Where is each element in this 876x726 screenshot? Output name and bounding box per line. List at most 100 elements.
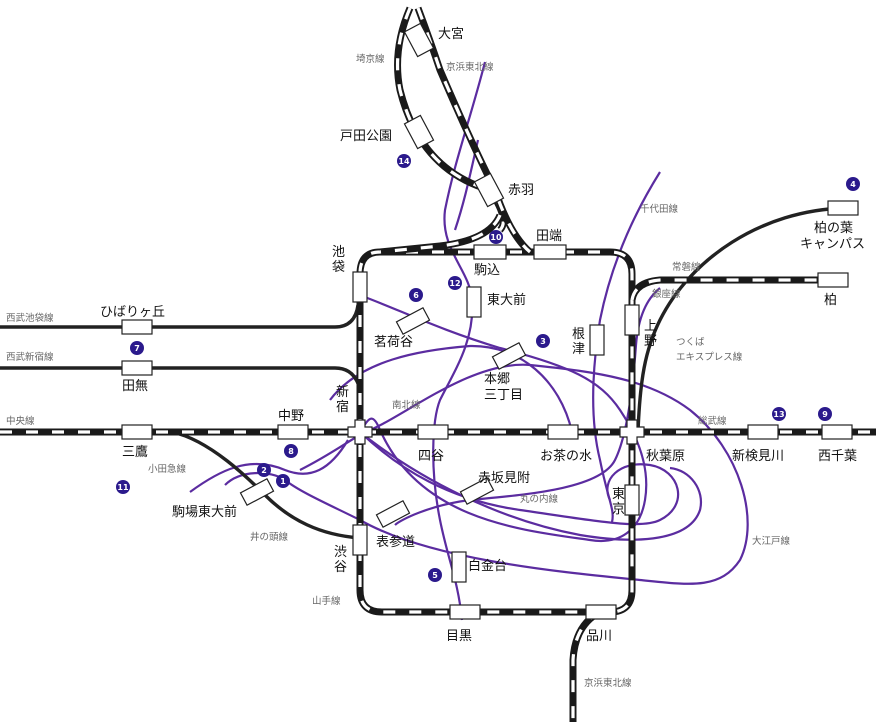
station-box-shirokanedai[interactable] xyxy=(451,551,467,583)
svg-text:10: 10 xyxy=(490,233,502,242)
station-label-akihabara: 秋葉原 xyxy=(646,449,685,464)
svg-text:6: 6 xyxy=(413,291,419,300)
station-box-todaimae[interactable] xyxy=(466,286,482,318)
marker-10: 10 xyxy=(489,230,503,244)
station-box-ikebukuro[interactable] xyxy=(352,271,368,303)
line-label-ginza: 銀座線 xyxy=(652,288,681,300)
station-label-tabata: 田端 xyxy=(536,229,562,244)
svg-text:2: 2 xyxy=(261,466,267,475)
station-label-shirokanedai: 白金台 xyxy=(468,558,507,574)
station-label-ochanomizu: お茶の水 xyxy=(540,448,592,464)
station-box-komaba[interactable] xyxy=(239,477,275,507)
station-label-ueno: 上野 xyxy=(644,319,657,349)
marker-2: 2 xyxy=(257,463,271,477)
station-box-kashiwanoha[interactable] xyxy=(827,200,859,216)
station-cross-shinjuku[interactable] xyxy=(347,419,373,445)
metro-route-yurakucho xyxy=(329,344,574,433)
station-box-nezu[interactable] xyxy=(589,324,605,356)
station-box-komagome[interactable] xyxy=(473,244,507,260)
station-label-hibarigaoka: ひばりヶ丘 xyxy=(100,305,165,320)
line-label-inokashira: 井の頭線 xyxy=(250,531,289,543)
station-label-nishichiba: 西千葉 xyxy=(818,449,857,464)
ikebukuro-char2: 袋 xyxy=(332,260,345,275)
station-cross-akihabara[interactable] xyxy=(619,419,645,445)
marker-12: 12 xyxy=(448,276,462,290)
station-box-tokyo[interactable] xyxy=(624,484,640,516)
station-label-kashiwa: 柏 xyxy=(824,293,837,308)
line-label-joban: 常磐線 xyxy=(672,261,701,273)
line-label-chiyoda: 千代田線 xyxy=(640,203,679,215)
station-label-myogadani: 茗荷谷 xyxy=(374,335,413,350)
line-label-keihin-south: 京浜東北線 xyxy=(584,677,632,689)
line-labels: 埼京線 京浜東北線 千代田線 常磐線 銀座線 つくばエキスプレス線 西武池袋線 … xyxy=(6,53,791,689)
seibu-shinjuku-line xyxy=(0,366,362,391)
station-box-myogadani[interactable] xyxy=(395,306,431,336)
station-label-tokyo: 東京 xyxy=(612,486,625,517)
station-box-shinagawa[interactable] xyxy=(585,604,617,620)
station-box-nakano[interactable] xyxy=(277,424,309,440)
station-label-hongo: 本郷三丁目 xyxy=(484,372,523,403)
station-label-komaba: 駒場東大前 xyxy=(172,504,237,520)
line-label-marunouchi: 丸の内線 xyxy=(520,493,559,505)
line-label-nanboku: 南北線 xyxy=(392,399,421,411)
station-box-nishichiba[interactable] xyxy=(821,424,853,440)
marker-4: 4 xyxy=(846,177,860,191)
station-label-shinagawa: 品川 xyxy=(586,629,612,644)
marker-8: 8 xyxy=(284,444,298,458)
station-label-akasaka: 赤坂見附 xyxy=(478,471,530,486)
station-box-omiya[interactable] xyxy=(403,22,435,58)
station-label-shinkemigawa: 新検見川 xyxy=(732,448,784,464)
station-label-nezu: 根津 xyxy=(572,327,585,357)
station-box-akasaka[interactable] xyxy=(459,476,495,506)
station-label-tanashi: 田無 xyxy=(122,379,148,394)
marker-3: 3 xyxy=(536,334,550,348)
station-box-tanashi[interactable] xyxy=(121,360,153,376)
line-label-odakyu: 小田急線 xyxy=(148,463,187,475)
svg-text:7: 7 xyxy=(134,344,140,353)
station-boxes xyxy=(121,22,859,620)
line-label-seibu-shinjuku: 西武新宿線 xyxy=(6,351,54,363)
svg-text:1: 1 xyxy=(280,477,286,486)
station-box-shinkemigawa[interactable] xyxy=(747,424,779,440)
station-labels: 大宮 戸田公園 赤羽 田端 駒込 池袋 東大前 柏の葉キャンパス 柏 ひばりヶ丘… xyxy=(100,26,865,644)
station-label-shinjuku: 新宿 xyxy=(336,384,349,415)
tsukuba-express-line xyxy=(636,206,847,433)
station-box-mitaka[interactable] xyxy=(121,424,153,440)
metro-route-oedo xyxy=(224,363,749,585)
station-box-tabata[interactable] xyxy=(533,244,567,260)
line-label-chuo: 中央線 xyxy=(6,415,35,427)
station-box-meguro[interactable] xyxy=(449,604,481,620)
station-box-hongo[interactable] xyxy=(491,341,527,371)
line-label-yamanote: 山手線 xyxy=(312,595,341,607)
line-label-saikyo: 埼京線 xyxy=(356,53,385,65)
ikebukuro-char1: 池 xyxy=(332,245,345,260)
station-box-akabane[interactable] xyxy=(473,172,505,208)
station-label-komagome: 駒込 xyxy=(474,263,500,278)
marker-9: 9 xyxy=(818,407,832,421)
station-box-hibarigaoka[interactable] xyxy=(121,319,153,335)
svg-text:11: 11 xyxy=(117,483,129,492)
svg-text:5: 5 xyxy=(432,571,438,580)
station-box-todakoen[interactable] xyxy=(403,114,435,150)
svg-text:13: 13 xyxy=(773,410,784,419)
station-label-kashiwanoha: 柏の葉キャンパス xyxy=(800,221,865,252)
marker-13: 13 xyxy=(772,407,786,421)
station-label-nakano: 中野 xyxy=(278,409,304,424)
number-markers: 1 2 3 4 5 6 7 8 9 10 11 12 13 14 xyxy=(116,154,860,582)
metro-route-odakyu xyxy=(189,439,349,493)
metro-route-inner2 xyxy=(359,431,703,541)
station-label-meguro: 目黒 xyxy=(446,629,472,644)
station-box-shibuya[interactable] xyxy=(352,524,368,556)
line-label-keihin-north: 京浜東北線 xyxy=(446,61,494,73)
station-box-ueno[interactable] xyxy=(624,304,640,336)
line-label-sobu: 総武線 xyxy=(698,415,727,427)
station-box-kashiwa[interactable] xyxy=(817,272,849,288)
svg-text:9: 9 xyxy=(822,410,828,419)
station-box-omotesando[interactable] xyxy=(375,499,411,529)
station-box-yotsuya[interactable] xyxy=(417,424,449,440)
station-label-todakoen: 戸田公園 xyxy=(340,129,392,144)
station-label-yotsuya: 四谷 xyxy=(418,449,444,464)
station-box-ochanomizu[interactable] xyxy=(547,424,579,440)
station-label-ikebukuro: 池袋 xyxy=(332,245,345,275)
